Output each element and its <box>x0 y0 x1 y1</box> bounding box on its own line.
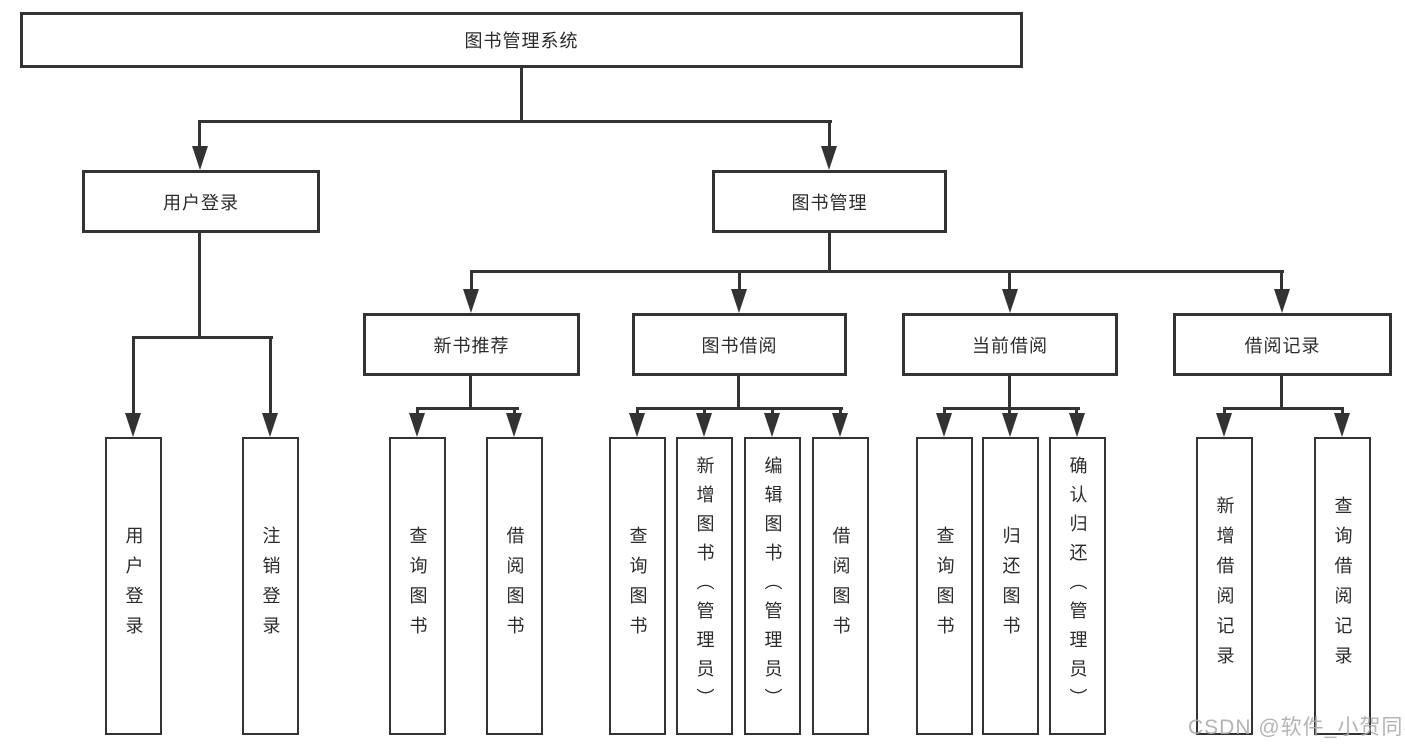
node-book-management-label: 图书管理 <box>791 192 868 213</box>
connector-new-book-stem <box>469 376 472 407</box>
arrow-br-add <box>1216 413 1232 437</box>
connector-current-borrow-stem <box>1008 376 1011 407</box>
connector-drop-bb-borrow <box>839 407 842 416</box>
connector-drop-new-book <box>470 270 473 292</box>
connector-drop-cb-return <box>1008 407 1011 416</box>
node-new-book-recommend: 新书推荐 <box>363 313 580 376</box>
node-cb-confirm-return-admin-label: 确认归还（管理员） <box>1067 455 1088 717</box>
connector-drop-user-login <box>198 120 201 148</box>
connector-user-login-rail <box>132 336 273 339</box>
node-nb-query-books-label: 查询图书 <box>407 526 428 646</box>
node-user-login: 用户登录 <box>82 170 320 233</box>
node-book-management: 图书管理 <box>712 170 947 233</box>
connector-drop-bb-query <box>636 407 639 416</box>
node-bb-borrow-books-label: 借阅图书 <box>830 526 851 646</box>
node-nb-borrow-books-label: 借阅图书 <box>504 526 525 646</box>
arrow-cb-return <box>1002 413 1018 437</box>
node-cb-return-books: 归还图书 <box>982 437 1039 735</box>
node-cb-confirm-return-admin: 确认归还（管理员） <box>1049 437 1106 735</box>
connector-drop-br-query <box>1341 407 1344 416</box>
node-borrowing-records-label: 借阅记录 <box>1244 335 1321 356</box>
arrow-bb-borrow <box>832 413 848 437</box>
arrow-current-borrow <box>1002 289 1018 313</box>
csdn-watermark: CSDN @软件_小贺同学 <box>1188 716 1405 739</box>
node-user-login-label: 用户登录 <box>163 192 239 213</box>
node-logout-leaf-label: 注销登录 <box>260 526 281 646</box>
node-br-query-record-label: 查询借阅记录 <box>1332 496 1353 676</box>
arrow-bb-edit <box>764 413 780 437</box>
node-nb-query-books: 查询图书 <box>389 437 446 735</box>
arrow-bb-query <box>629 413 645 437</box>
node-cb-return-books-label: 归还图书 <box>1000 526 1021 646</box>
arrow-book-mgmt <box>821 146 837 170</box>
connector-book-mgmt-stem <box>828 233 831 270</box>
arrow-book-borrow <box>731 289 747 313</box>
connector-book-mgmt-rail <box>470 270 1284 273</box>
connector-borrow-record-rail <box>1223 407 1344 410</box>
arrow-borrow-record <box>1274 289 1290 313</box>
connector-drop-current-borrow <box>1008 270 1011 292</box>
connector-borrow-record-stem <box>1280 376 1283 407</box>
connector-current-borrow-rail <box>943 407 1080 410</box>
node-bb-edit-books-admin-label: 编辑图书（管理员） <box>762 455 783 717</box>
node-br-query-record: 查询借阅记录 <box>1314 437 1371 735</box>
node-cb-query-books-label: 查询图书 <box>934 526 955 646</box>
connector-drop-nb-query <box>416 407 419 416</box>
arrow-cb-confirm <box>1069 413 1085 437</box>
node-library-system-label: 图书管理系统 <box>464 31 579 51</box>
arrow-cb-query <box>936 413 952 437</box>
connector-drop-bb-add <box>703 407 706 416</box>
arrow-br-query <box>1334 413 1350 437</box>
node-nb-borrow-books: 借阅图书 <box>486 437 543 735</box>
node-cb-query-books: 查询图书 <box>916 437 973 735</box>
connector-drop-nb-borrow <box>513 407 516 416</box>
connector-drop-book-mgmt <box>828 120 831 148</box>
node-book-borrowing: 图书借阅 <box>632 313 847 376</box>
connector-root-stem <box>520 68 523 120</box>
arrow-bb-add <box>696 413 712 437</box>
connector-drop-cb-confirm <box>1075 407 1078 416</box>
node-bb-add-books-admin: 新增图书（管理员） <box>676 437 733 735</box>
node-user-login-leaf-label: 用户登录 <box>123 526 144 646</box>
node-book-borrowing-label: 图书借阅 <box>701 335 778 356</box>
connector-drop-book-borrow <box>738 270 741 292</box>
connector-drop-bb-edit <box>771 407 774 416</box>
node-bb-query-books: 查询图书 <box>609 437 666 735</box>
node-br-add-record-label: 新增借阅记录 <box>1214 496 1235 676</box>
arrow-new-book <box>463 289 479 313</box>
arrow-logout-leaf <box>262 413 278 437</box>
connector-drop-cb-query <box>943 407 946 416</box>
connector-drop-logout-leaf <box>269 336 272 416</box>
node-bb-add-books-admin-label: 新增图书（管理员） <box>694 455 715 717</box>
node-user-login-leaf: 用户登录 <box>105 437 162 735</box>
connector-drop-borrow-record <box>1280 270 1283 292</box>
node-br-add-record: 新增借阅记录 <box>1196 437 1253 735</box>
node-library-system: 图书管理系统 <box>20 12 1023 68</box>
arrow-nb-borrow <box>506 413 522 437</box>
node-bb-borrow-books: 借阅图书 <box>812 437 869 735</box>
node-current-borrowing: 当前借阅 <box>902 313 1118 376</box>
connector-user-login-stem <box>198 233 201 336</box>
node-bb-edit-books-admin: 编辑图书（管理员） <box>744 437 801 735</box>
connector-book-borrow-stem <box>737 376 740 407</box>
arrow-login-leaf <box>125 413 141 437</box>
node-bb-query-books-label: 查询图书 <box>627 526 648 646</box>
connector-book-borrow-rail <box>636 407 843 410</box>
node-borrowing-records: 借阅记录 <box>1173 313 1392 376</box>
arrow-nb-query <box>409 413 425 437</box>
connector-root-rail <box>198 120 832 123</box>
node-logout-leaf: 注销登录 <box>242 437 299 735</box>
connector-new-book-rail <box>416 407 519 410</box>
node-current-borrowing-label: 当前借阅 <box>972 335 1048 356</box>
node-new-book-recommend-label: 新书推荐 <box>433 335 510 356</box>
connector-drop-login-leaf <box>132 336 135 416</box>
connector-drop-br-add <box>1223 407 1226 416</box>
arrow-user-login <box>192 146 208 170</box>
